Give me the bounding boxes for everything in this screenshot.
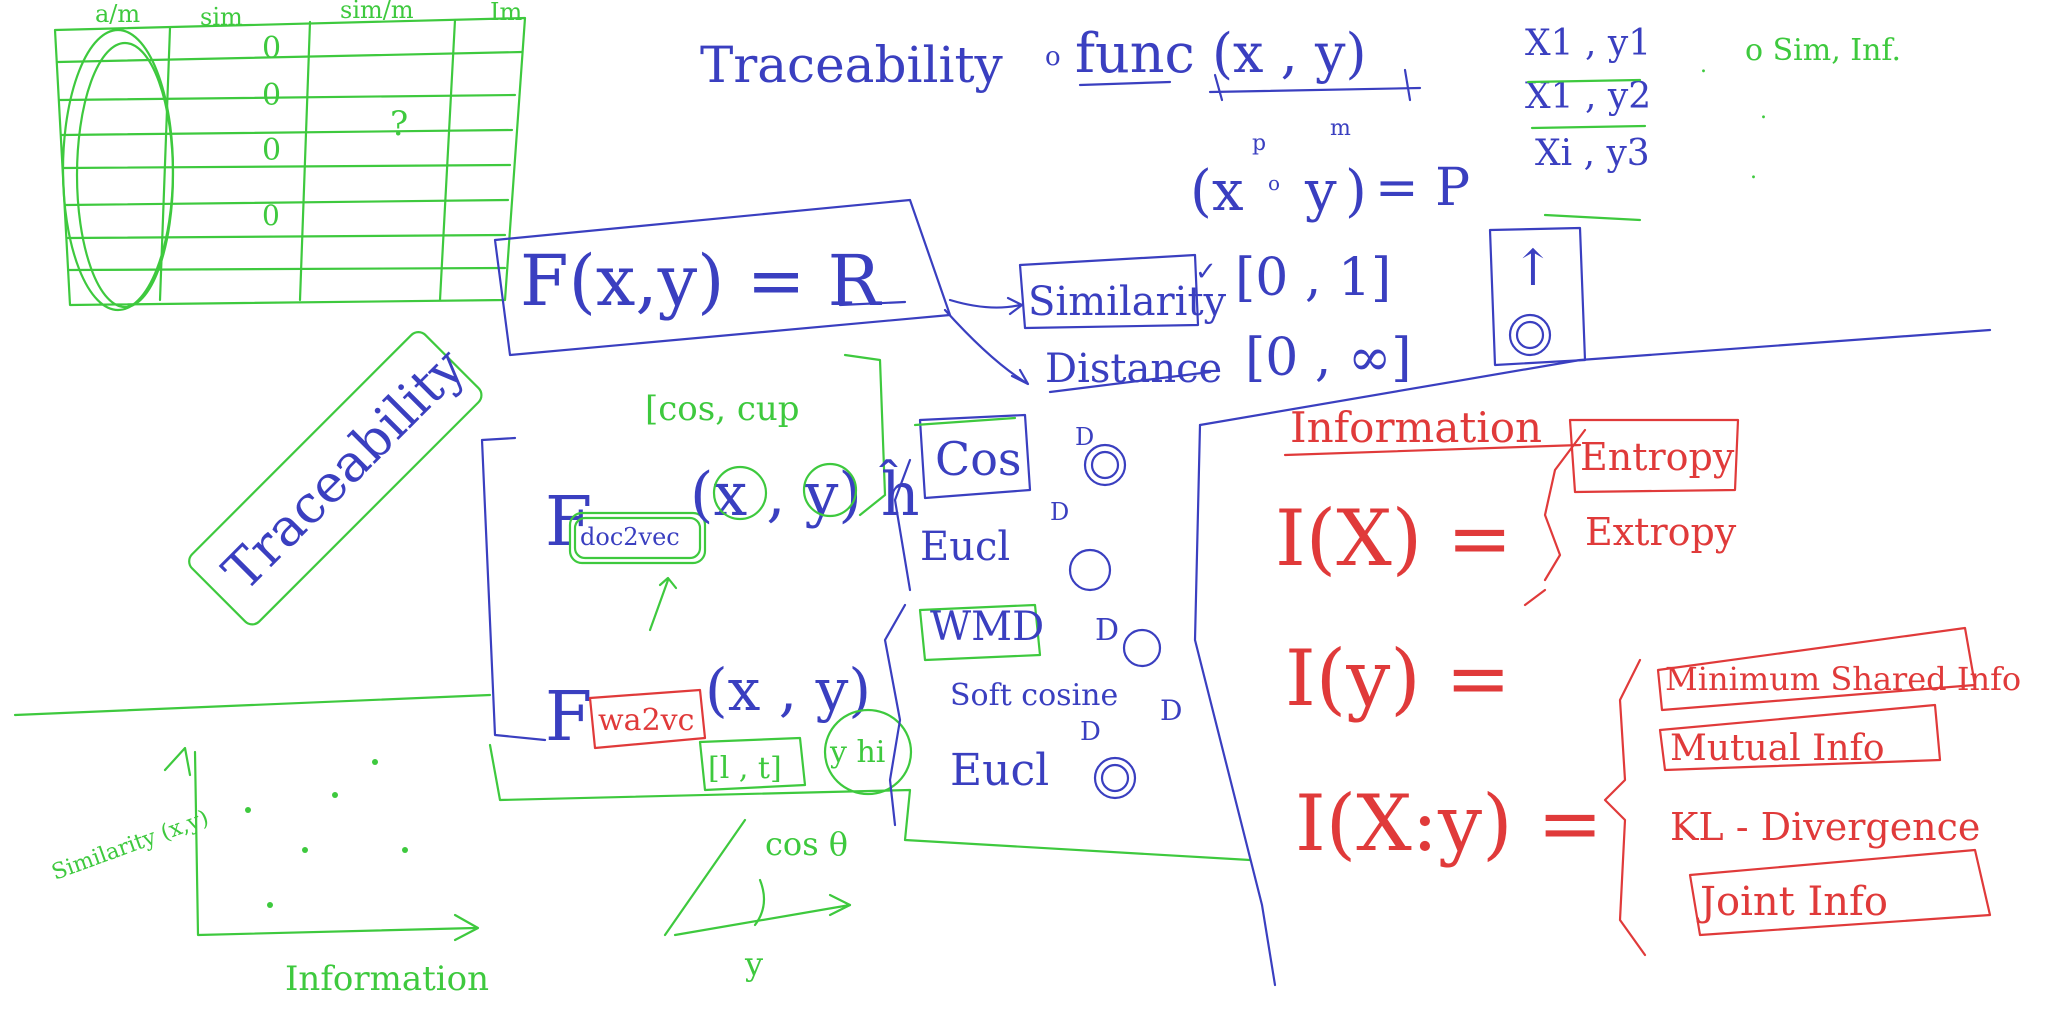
eq-m: m (1330, 116, 1351, 141)
svg-text:✓: ✓ (1195, 257, 1217, 287)
table-cell-r2c2: 0 (262, 78, 281, 113)
f2-args: (x , y) (705, 656, 871, 724)
similarity-label: Similarity (1028, 279, 1227, 325)
main-function-expr: F(x,y) = R (520, 240, 883, 322)
iy-label: I(y) = (1285, 634, 1511, 724)
svg-text:): ) (1345, 159, 1367, 224)
measure-3-tag: D (1095, 613, 1119, 648)
f1-sub: doc2vec (580, 523, 680, 551)
svg-text:.: . (1760, 99, 1767, 124)
measure-2-name: Eucl (920, 524, 1010, 570)
measure-2-tag: D (1050, 498, 1069, 526)
ix-option-1: Entropy (1580, 435, 1735, 479)
distance-range: [0 , ∞] (1245, 328, 1412, 388)
table-header-2: sim (200, 3, 243, 31)
f1-note: [cos, cup (645, 389, 800, 429)
table-cell-r1c2: 0 (262, 31, 281, 66)
traceability-box-label: Traceability (212, 337, 478, 603)
f2-tag: [l , t] (708, 751, 782, 786)
measure-1-tag: D (1075, 423, 1094, 451)
svg-text:.: . (1700, 53, 1707, 78)
measure-3-name: WMD (930, 604, 1044, 650)
measure-5-name: Eucl (950, 745, 1049, 796)
table-cell-r3c2: 0 (262, 133, 281, 168)
f2-sub: wa2vc (598, 703, 694, 738)
measures-list: Cos D Eucl D WMD D Soft cosine D Eucl D (883, 413, 1182, 827)
svg-text:.: . (1750, 159, 1757, 184)
information-section: Information I(X) = Entropy Extropy I(y) … (1275, 403, 2021, 957)
pair-3: Xi , y3 (1535, 133, 1650, 174)
table-cell-r4c2: 0 (262, 199, 280, 232)
eq-p: p (1252, 131, 1266, 156)
pairs-note: o Sim, Inf. (1745, 33, 1901, 68)
measure-4-tag: D (1160, 694, 1182, 727)
plot-axis-y: y (744, 945, 763, 983)
title-function: func (x , y) (1075, 22, 1367, 85)
eq-result: = P (1375, 158, 1470, 218)
table-header-1: a/m (95, 0, 140, 28)
relations-group: Similarity ✓ [0 , 1] Distance [0 , ∞] ↑ (943, 226, 1587, 394)
ixy-option-2: Mutual Info (1670, 728, 1885, 769)
pair-1: X1 , y1 (1525, 23, 1651, 64)
title-group: Traceability o func (x , y) (700, 22, 1422, 102)
ixy-option-3: KL - Divergence (1670, 805, 1980, 849)
superscript-equation: ( x p o y m ) = P (1190, 116, 1470, 224)
f1-name: F (545, 483, 592, 562)
arrow-up-symbol: ↑ (1512, 239, 1554, 297)
plot-ylabel: Similarity (x,y) (49, 806, 213, 886)
plot-xlabel: Information (285, 959, 489, 999)
information-heading: Information (1290, 403, 1542, 452)
similarity-range: [0 , 1] (1235, 248, 1391, 308)
measure-4-name: Soft cosine (950, 678, 1118, 713)
ixy-label: I(X:y) = (1295, 779, 1603, 869)
eq-x: x (1212, 159, 1244, 224)
measure-5-tag: D (1080, 717, 1101, 747)
ix-option-2: Extropy (1585, 510, 1737, 554)
f2-tag2: y hi (829, 735, 885, 770)
dividers (13, 328, 1992, 987)
ixy-option-4: Joint Info (1696, 879, 1888, 925)
traceability-box: Traceability (188, 331, 483, 626)
pair-2: X1 , y2 (1525, 76, 1651, 117)
f2-name: F (545, 678, 592, 757)
plot-angle-label: cos θ (765, 825, 848, 863)
table-cell-r3c3: ? (390, 104, 408, 144)
main-function: F(x,y) = R (493, 198, 952, 357)
table-header-4: Im (490, 0, 522, 26)
measure-1-name: Cos (935, 432, 1022, 486)
title-bullet: o (1045, 42, 1061, 72)
pairs-group: X1 , y1 X1 , y2 Xi , y3 o Sim, Inf. . . … (1525, 23, 1901, 222)
table-header-3: sim/m (340, 0, 414, 24)
title-label: Traceability (700, 36, 1004, 94)
ixy-option-1: Minimum Shared Info (1665, 660, 2021, 698)
svg-text:o: o (1268, 171, 1280, 195)
functions-region: [cos, cup F doc2vec (x , y) ĥ F wa2vc (x… (480, 353, 1252, 862)
distance-label: Distance (1045, 346, 1222, 392)
table-sketch: a/m sim sim/m Im 0 0 0 ? 0 (53, 0, 527, 312)
ix-label: I(X) = (1275, 494, 1512, 584)
eq-y: y (1304, 159, 1337, 224)
svg-text:(: ( (1190, 159, 1212, 224)
